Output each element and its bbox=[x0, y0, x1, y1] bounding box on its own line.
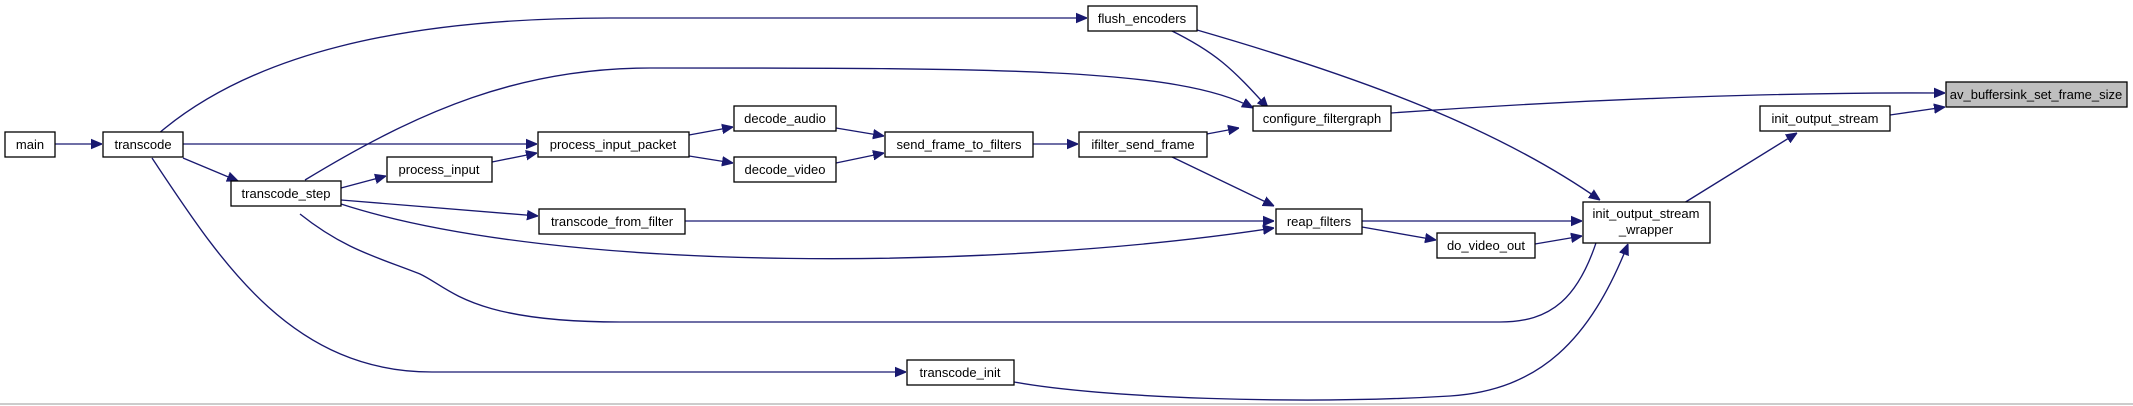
node-transcode-step-label: transcode_step bbox=[242, 186, 331, 201]
node-process-input[interactable]: process_input bbox=[386, 156, 493, 183]
node-send-frame-to-filters-label: send_frame_to_filters bbox=[896, 137, 1022, 152]
node-ifilter-send-frame[interactable]: ifilter_send_frame bbox=[1078, 131, 1208, 158]
edge-transcode-to-transcode-init bbox=[151, 157, 906, 372]
node-flush-encoders[interactable]: flush_encoders bbox=[1087, 5, 1198, 32]
edge-transcode-step-to-configure-filtergraph bbox=[304, 67, 1253, 181]
node-do-video-out[interactable]: do_video_out bbox=[1436, 232, 1536, 259]
node-reap-filters[interactable]: reap_filters bbox=[1275, 208, 1363, 235]
edge-reap-filters-to-do-video-out bbox=[1361, 226, 1436, 240]
edge-transcode-to-flush-encoders bbox=[157, 18, 1087, 135]
edge-transcode-step-to-transcode-from-filter bbox=[340, 199, 538, 216]
node-transcode-from-filter-label: transcode_from_filter bbox=[551, 214, 674, 229]
node-av-buffersink-set-frame-size-label: av_buffersink_set_frame_size bbox=[1950, 87, 2122, 102]
edge-ifilter-send-frame-to-reap-filters bbox=[1169, 155, 1274, 206]
node-decode-video[interactable]: decode_video bbox=[733, 156, 837, 183]
edge-transcode-init-to-init-output-stream-wrapper bbox=[1013, 244, 1628, 401]
edge-transcode-step-to-reap-filters bbox=[340, 203, 1274, 260]
node-main-label: main bbox=[16, 137, 44, 152]
node-init-output-stream[interactable]: init_output_stream bbox=[1759, 105, 1891, 132]
node-decode-audio[interactable]: decode_audio bbox=[733, 105, 837, 132]
node-ifilter-send-frame-label: ifilter_send_frame bbox=[1091, 137, 1194, 152]
node-transcode-label: transcode bbox=[114, 137, 171, 152]
edge-configure-filtergraph-to-av-buffersink-set-frame-size bbox=[1390, 93, 1945, 114]
edge-transcode-to-transcode-step bbox=[182, 157, 238, 182]
node-main[interactable]: main bbox=[4, 131, 56, 158]
node-transcode-init-label: transcode_init bbox=[920, 365, 1001, 380]
edges bbox=[55, 18, 1945, 401]
node-transcode-from-filter[interactable]: transcode_from_filter bbox=[538, 208, 686, 235]
edge-init-output-stream-to-av-buffersink-set-frame-size bbox=[1889, 107, 1945, 116]
edge-flush-encoders-to-configure-filtergraph bbox=[1169, 29, 1268, 108]
edge-init-output-stream-wrapper-to-init-output-stream bbox=[1683, 133, 1797, 204]
node-do-video-out-label: do_video_out bbox=[1447, 238, 1525, 253]
node-init-output-stream-label: init_output_stream bbox=[1772, 111, 1879, 126]
node-decode-audio-label: decode_audio bbox=[744, 111, 826, 126]
node-transcode-step[interactable]: transcode_step bbox=[230, 180, 342, 207]
edge-do-video-out-to-init-output-stream-wrapper bbox=[1534, 236, 1582, 245]
node-process-input-label: process_input bbox=[399, 162, 480, 177]
node-configure-filtergraph[interactable]: configure_filtergraph bbox=[1252, 105, 1392, 132]
node-init-output-stream-wrapper[interactable]: init_output_stream _wrapper bbox=[1582, 201, 1711, 244]
node-process-input-packet[interactable]: process_input_packet bbox=[537, 131, 690, 158]
edge-flush-encoders-to-init-output-stream-wrapper bbox=[1196, 29, 1600, 200]
node-transcode[interactable]: transcode bbox=[102, 131, 184, 158]
node-configure-filtergraph-label: configure_filtergraph bbox=[1263, 111, 1382, 126]
edge-transcode-step-to-process-input bbox=[340, 176, 386, 189]
node-init-output-stream-wrapper-label-line1: init_output_stream bbox=[1593, 206, 1700, 221]
node-av-buffersink-set-frame-size[interactable]: av_buffersink_set_frame_size bbox=[1945, 81, 2128, 108]
node-reap-filters-label: reap_filters bbox=[1287, 214, 1352, 229]
edge-process-input-packet-to-decode-audio bbox=[688, 127, 733, 136]
edge-process-input-packet-to-decode-video bbox=[688, 155, 733, 163]
node-decode-video-label: decode_video bbox=[745, 162, 826, 177]
node-flush-encoders-label: flush_encoders bbox=[1098, 11, 1187, 26]
edge-decode-video-to-send-frame-to-filters bbox=[835, 153, 884, 164]
node-send-frame-to-filters[interactable]: send_frame_to_filters bbox=[884, 131, 1034, 158]
edge-transcode-step-to-init-output-stream-wrapper bbox=[299, 213, 1600, 323]
node-init-output-stream-wrapper-label-line2: _wrapper bbox=[1618, 222, 1674, 237]
node-process-input-packet-label: process_input_packet bbox=[550, 137, 677, 152]
node-transcode-init[interactable]: transcode_init bbox=[906, 359, 1015, 386]
nodes: main transcode transcode_step process_in… bbox=[4, 5, 2128, 386]
edge-process-input-to-process-input-packet bbox=[491, 153, 537, 163]
edge-decode-audio-to-send-frame-to-filters bbox=[835, 127, 884, 136]
